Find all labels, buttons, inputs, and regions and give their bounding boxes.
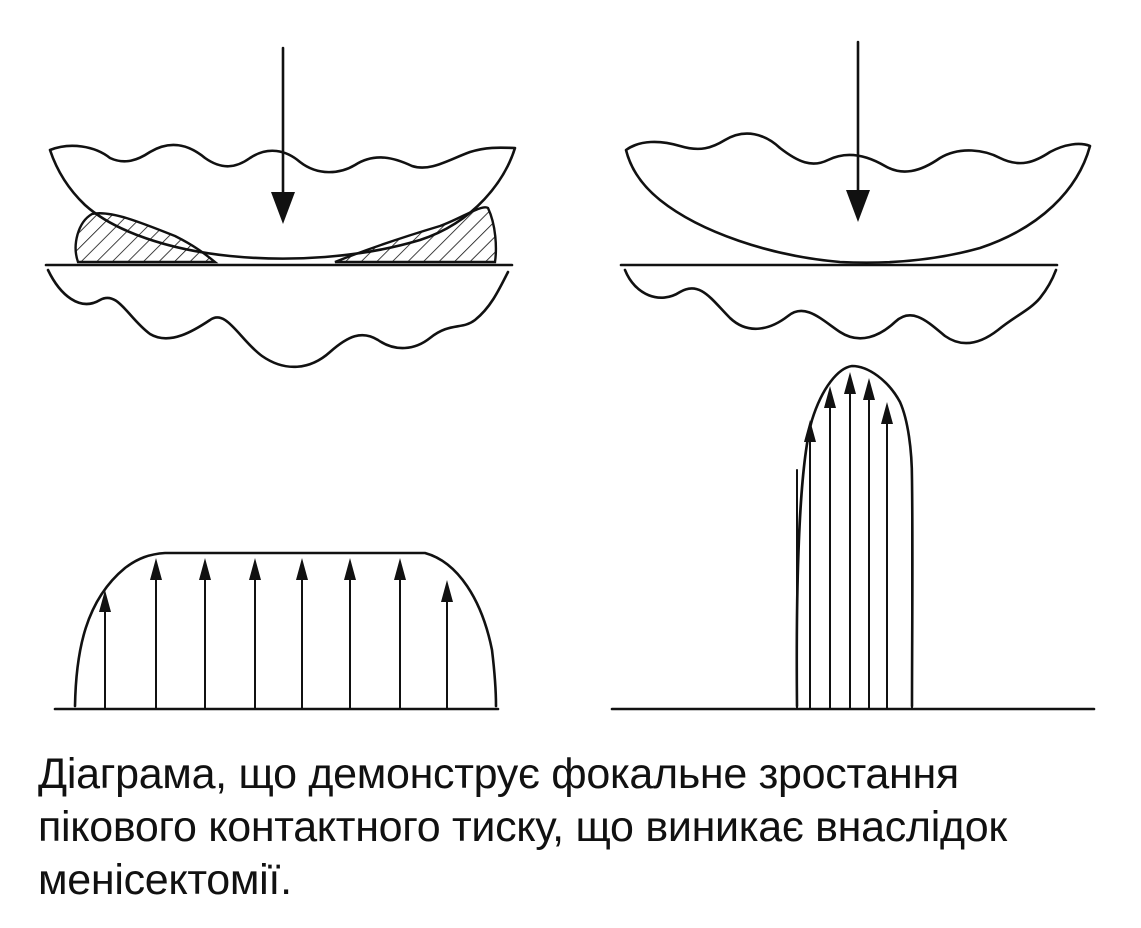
figure-caption: Діаграма, що демонструє фокальне зростан… (38, 750, 1007, 904)
left-joint-illustration (44, 46, 517, 369)
left-pressure-profile (53, 551, 500, 711)
pressure-arrowhead (344, 558, 356, 580)
pressure-arrowhead (441, 580, 453, 602)
pressure-arrowhead (150, 558, 162, 580)
left-profile-envelope (73, 551, 498, 708)
right-pressure-profile (610, 364, 1096, 711)
meniscus-pressure-diagram (44, 40, 1096, 711)
pressure-arrowhead (844, 372, 856, 394)
pressure-arrowhead (804, 420, 816, 442)
right-load-arrowhead (846, 190, 870, 222)
right-meniscus-wedge (334, 206, 498, 264)
pressure-arrowhead (394, 558, 406, 580)
right-joint-illustration (619, 40, 1092, 345)
pressure-arrowhead (863, 378, 875, 400)
right-femur-condyle (624, 132, 1092, 264)
right-pressure-arrows (796, 372, 913, 709)
right-tibia (623, 268, 1058, 345)
right-profile-envelope (795, 364, 914, 708)
left-load-arrowhead (271, 192, 295, 224)
pressure-arrowhead (881, 402, 893, 424)
pressure-arrowhead (296, 558, 308, 580)
pressure-arrowhead (99, 590, 111, 612)
pressure-arrowhead (249, 558, 261, 580)
left-tibia (46, 268, 510, 369)
left-femur-condyle (48, 143, 517, 260)
left-pressure-arrows (99, 558, 453, 709)
pressure-arrowhead (199, 558, 211, 580)
pressure-arrowhead (824, 386, 836, 408)
